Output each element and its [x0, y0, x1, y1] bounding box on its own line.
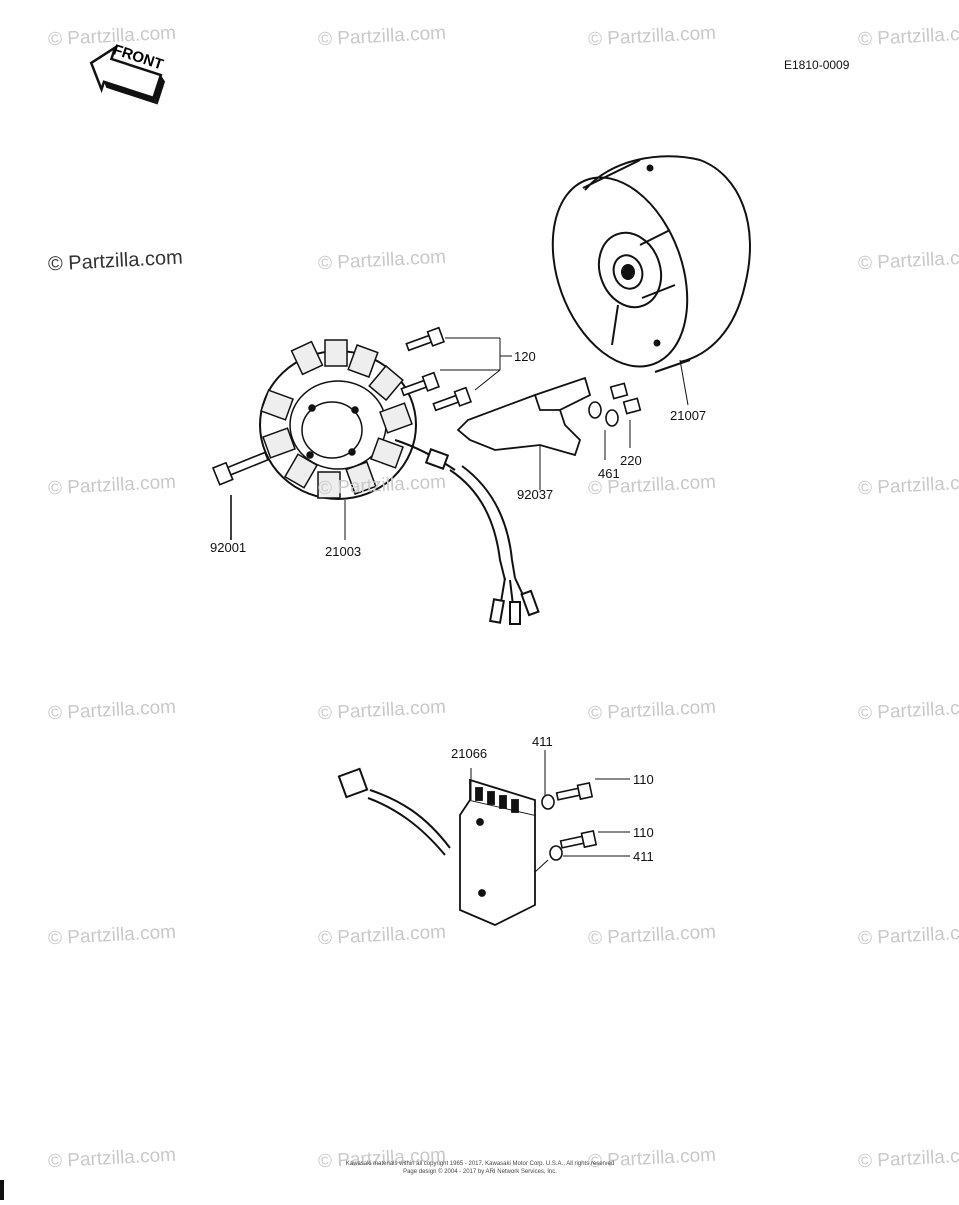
- part-label-110-top[interactable]: 110: [633, 772, 654, 787]
- part-label-461[interactable]: 461: [598, 466, 620, 481]
- part-label-21066[interactable]: 21066: [451, 746, 488, 761]
- rotor-21007: [551, 155, 751, 373]
- diagram-code: E1810-0009: [784, 58, 850, 72]
- fasteners-110-411: [541, 781, 598, 861]
- bracket-92037: [456, 376, 592, 490]
- bolts-120: [400, 326, 472, 412]
- stator-wire-harness: [394, 439, 540, 625]
- part-label-411-top[interactable]: 411: [532, 734, 553, 749]
- corner-mark: [0, 1180, 4, 1200]
- leader-lines-regulator: [534, 750, 630, 873]
- regulator-wire: [337, 767, 451, 856]
- part-label-120[interactable]: 120: [514, 349, 536, 364]
- front-arrow-icon: [89, 44, 166, 105]
- copyright-line-1: Kawasaki materials within all copyright …: [345, 1161, 615, 1167]
- part-label-21003[interactable]: 21003: [325, 544, 362, 559]
- copyright-line-2: Page design © 2004 - 2017 by ARI Network…: [403, 1169, 557, 1175]
- regulator-21066: [459, 768, 536, 926]
- stator-21003: [259, 339, 417, 500]
- leader-lines-120: [440, 337, 512, 391]
- part-label-21007[interactable]: 21007: [670, 408, 707, 423]
- part-label-411-bottom[interactable]: 411: [633, 849, 654, 864]
- bolt-92001: [211, 451, 269, 540]
- part-label-92001[interactable]: 92001: [210, 540, 247, 555]
- part-label-220[interactable]: 220: [620, 453, 642, 468]
- part-label-92037[interactable]: 92037: [517, 487, 554, 502]
- part-label-110-bottom[interactable]: 110: [633, 825, 654, 840]
- leader-lines: [344, 359, 689, 540]
- fasteners-220-461: [588, 382, 642, 460]
